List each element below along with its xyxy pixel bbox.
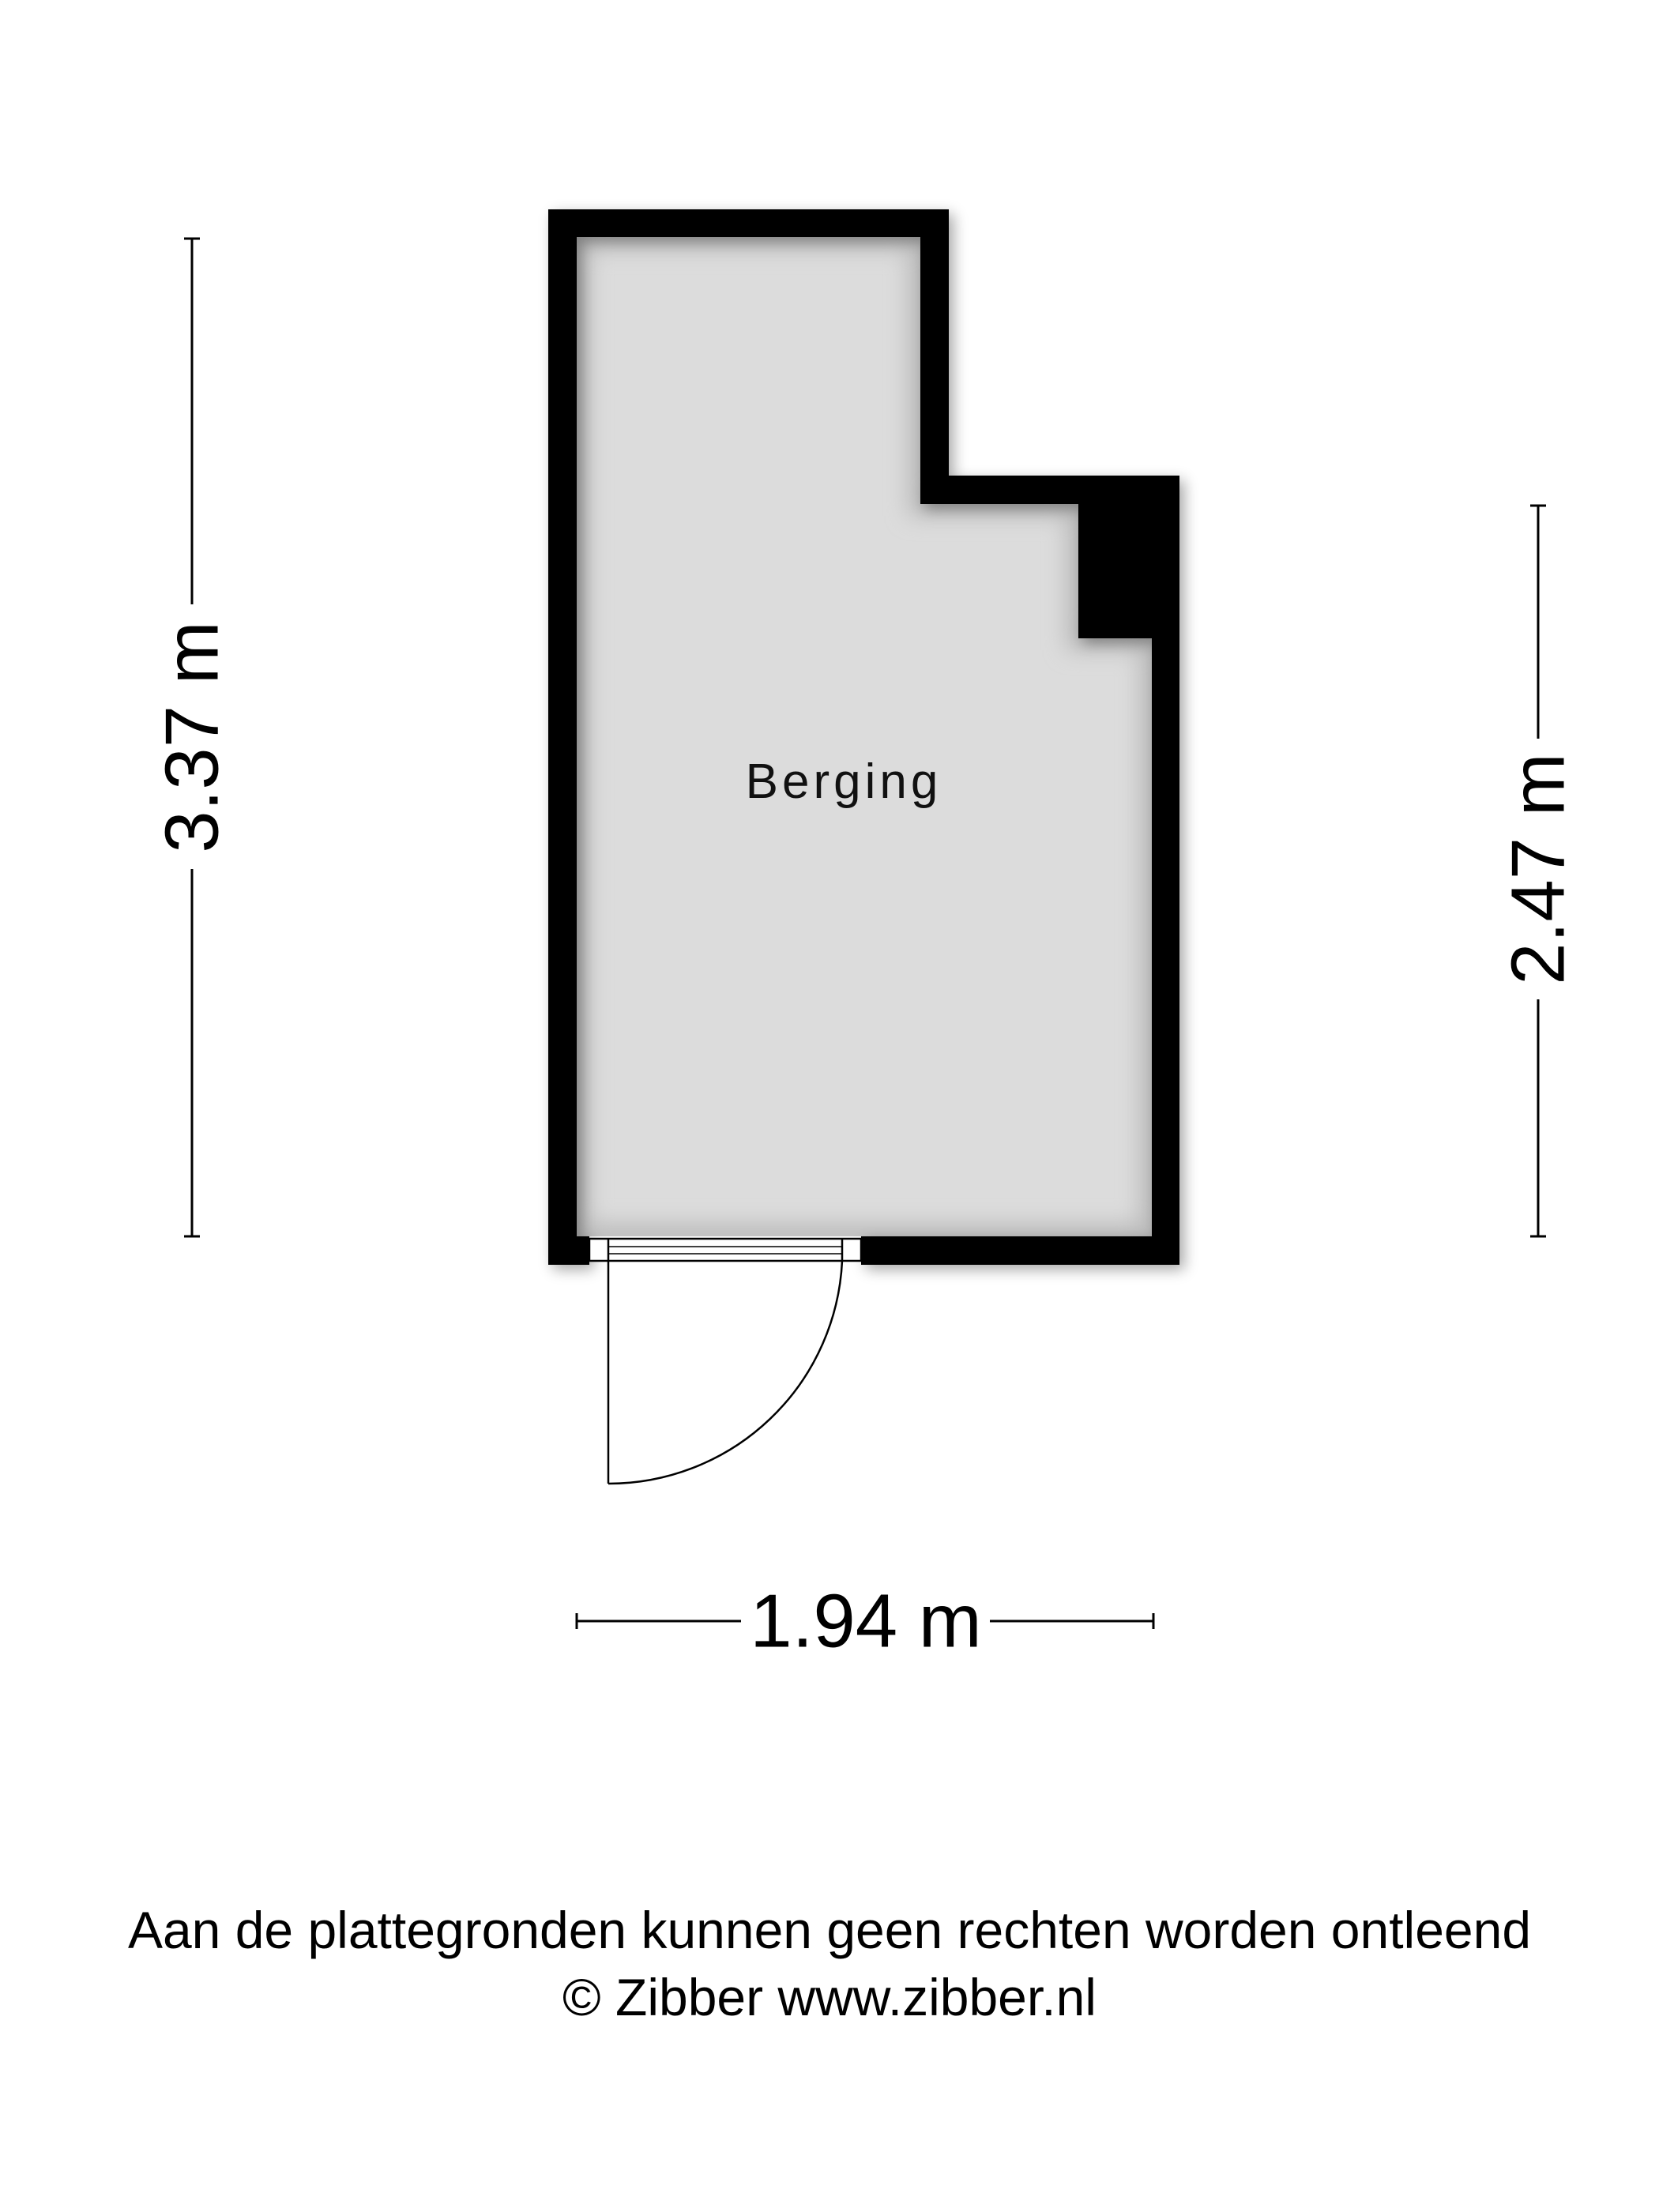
dimension-right <box>1530 504 1546 1238</box>
disclaimer-text: Aan de plattegronden kunnen geen rechten… <box>127 1901 1532 1959</box>
dimension-left-label: 3.37 m <box>150 621 235 852</box>
dimension-right-label: 2.47 m <box>1496 753 1581 984</box>
walls <box>548 209 1179 1265</box>
room-label: Berging <box>746 754 942 809</box>
room-floor <box>577 237 1152 1236</box>
door <box>588 1237 863 1485</box>
door-swing-arc <box>608 1260 844 1485</box>
door-frame <box>588 1237 863 1262</box>
dimension-left <box>184 237 200 1238</box>
copyright-text: © Zibber www.zibber.nl <box>562 1968 1097 2026</box>
dimension-bottom-label: 1.94 m <box>750 1579 981 1664</box>
dimension-bottom <box>575 1613 1155 1629</box>
shaft-block <box>1078 504 1152 638</box>
